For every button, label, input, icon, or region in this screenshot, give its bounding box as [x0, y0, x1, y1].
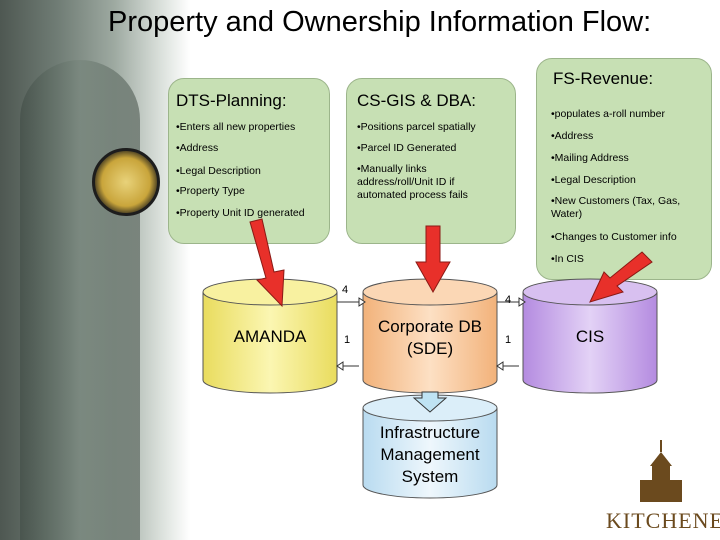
dts-item: •Legal Description: [176, 165, 261, 177]
gis-item: •Parcel ID Generated: [357, 142, 457, 154]
amanda-label: AMANDA: [233, 327, 307, 346]
fs-item: •Mailing Address: [551, 152, 629, 164]
connector-number: 1: [505, 334, 512, 346]
kitchener-logo-icon: [640, 440, 682, 502]
fs-item: •In CIS: [551, 253, 584, 265]
cis-label: CIS: [575, 327, 605, 346]
fs-item: •Legal Description: [551, 174, 636, 186]
fs-item: •Address: [551, 130, 594, 142]
clock-tower-image: [20, 60, 140, 540]
fs-item: •populates a-roll number: [551, 108, 665, 120]
red-arrow-gis: [415, 225, 451, 294]
page-title: Property and Ownership Information Flow:: [108, 6, 652, 38]
dts-item: •Enters all new properties: [176, 121, 296, 133]
corporate-db-cylinder: [362, 278, 498, 394]
gis-item: •Positions parcel spatially: [357, 121, 476, 133]
cs-gis-dba-title: CS-GIS & DBA:: [357, 91, 477, 110]
corporate-db-label: Corporate DB (SDE): [378, 317, 482, 358]
clock-face-icon: [92, 148, 160, 216]
fs-item: •Changes to Customer info: [551, 231, 677, 243]
gis-item: •Manually links address/roll/Unit ID if …: [357, 163, 468, 201]
connector-number: 4: [505, 294, 512, 306]
infrastructure-label: Infrastructure Management System: [379, 423, 481, 486]
fs-revenue-box: FS-Revenue: •populates a-roll number •Ad…: [536, 58, 712, 280]
connector-arrows: [336, 297, 526, 371]
dts-planning-title: DTS-Planning:: [176, 91, 287, 110]
dts-item: •Property Type: [176, 185, 245, 197]
dts-planning-box: DTS-Planning: •Enters all new properties…: [168, 78, 330, 244]
fs-item: •New Customers (Tax, Gas, Water): [551, 195, 681, 220]
kitchener-logo-text: KITCHENER: [606, 508, 720, 533]
cs-gis-dba-box: CS-GIS & DBA: •Positions parcel spatiall…: [346, 78, 516, 244]
cis-cylinder: [522, 278, 658, 394]
red-arrow-fs: [589, 251, 653, 303]
connector-number: 4: [342, 284, 349, 296]
red-arrow-dts: [249, 218, 285, 308]
fs-revenue-title: FS-Revenue:: [553, 69, 654, 88]
dts-item: •Address: [176, 142, 219, 154]
red-arrows: [249, 218, 653, 308]
down-arrow-icon: [412, 391, 448, 413]
dts-item: •Property Unit ID generated: [176, 207, 305, 219]
connector-number: 1: [344, 334, 351, 346]
